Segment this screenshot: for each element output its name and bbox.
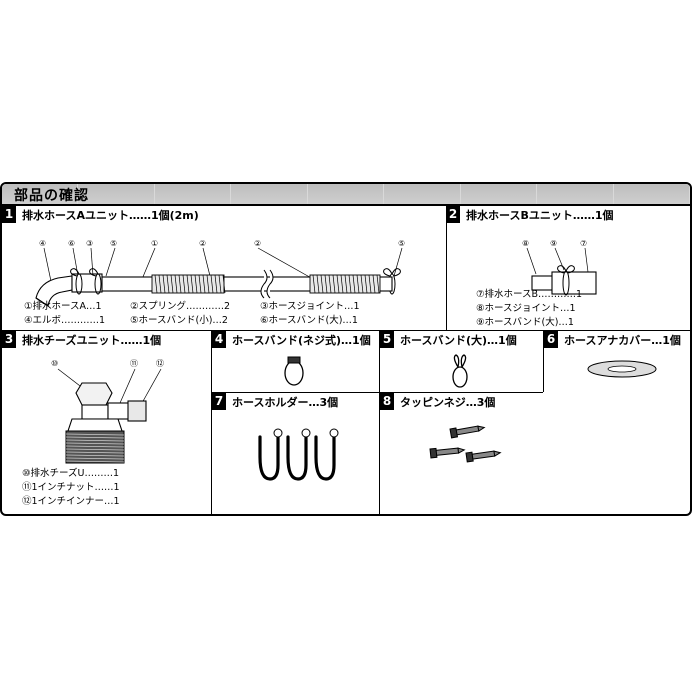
panel-title: 排水ホースAユニット……1個(2m) [22,209,199,222]
callout-3: ③ [86,239,93,248]
column-divider [446,206,447,330]
panel-3-drain-tee: 3 排水チーズユニット……1個 ⑩ ⑪ ⑫ ⑩排水チーズU………1 [2,331,211,514]
callout-4: ④ [39,239,46,248]
title-bar-grid [2,184,690,204]
panel-1-drain-hose-a: 1 排水ホースAユニット……1個(2m) ④ ⑥ ③ ⑤ ① ② ② ⑤ [2,206,446,330]
drain-tee-illustration: ⑩ ⑪ ⑫ [51,359,164,464]
part-item: ⑨ホースバンド(大)…1 [476,317,574,328]
panel-number: 1 [2,206,16,223]
hose-holder-illustration [258,428,339,481]
screw-hose-band-illustration [284,356,304,386]
panel-title: 排水チーズユニット……1個 [22,334,162,347]
callout-9: ⑨ [550,239,557,248]
panel-title: ホースアナカバー…1個 [564,334,681,347]
panel-4-hose-band-screw: 4 ホースバンド(ネジ式)…1個 [212,331,379,392]
panel-8-tapping-screws: 8 タッピンネジ…3個 [380,393,690,514]
callout-12: ⑫ [156,359,164,368]
panel-title: タッピンネジ…3個 [400,396,496,409]
part-item: ⑤ホースバンド(小)…2 [130,315,228,326]
panel-1-parts-list: ①排水ホースA…1 ②スプリング…………2 ③ホースジョイント…1 ④エルボ……… [24,300,444,328]
part-item: ④エルボ…………1 [24,315,106,326]
panel-6-hose-hole-cover: 6 ホースアナカバー…1個 [544,331,690,392]
panel-title: 排水ホースBユニット……1個 [466,209,614,222]
panel-3-parts-list: ⑩排水チーズU………1 ⑪1インチナット……1 ⑫1インチインナー…1 [22,467,120,509]
panel-title: ホースホルダー…3個 [232,396,339,409]
panel-number: 2 [446,206,460,223]
panel-number: 3 [2,331,16,348]
column-divider [211,330,212,514]
column-divider [379,330,380,514]
panel-title: ホースバンド(大)…1個 [400,334,517,347]
part-item: ①排水ホースA…1 [24,301,102,312]
hose-hole-cover-illustration [587,360,657,378]
callout-11: ⑪ [130,359,138,368]
panel-5-hose-band-large: 5 ホースバンド(大)…1個 [380,331,543,392]
part-item: ⑧ホースジョイント…1 [476,303,576,314]
panel-number: 5 [380,331,394,348]
part-item: ③ホースジョイント…1 [260,301,360,312]
panel-2-parts-list: ⑦排水ホースB…………1 ⑧ホースジョイント…1 ⑨ホースバンド(大)…1 [476,288,582,330]
panel-number: 8 [380,393,394,410]
panel-2-drain-hose-b: 2 排水ホースBユニット……1個 ⑧ ⑨ ⑦ ⑦排水ホースB…………1 ⑧ホース… [446,206,690,330]
callout-7: ⑦ [580,239,587,248]
panel-7-hose-holder: 7 ホースホルダー…3個 [212,393,379,514]
callout-2: ② [199,239,206,248]
callout-10: ⑩ [51,359,58,368]
part-item: ⑩排水チーズU………1 [22,468,120,479]
part-item: ②スプリング…………2 [130,301,231,312]
callout-1: ① [151,239,158,248]
row-divider [2,330,690,331]
part-item: ⑪1インチナット……1 [22,482,120,493]
page-title: 部品の確認 [14,188,89,204]
panel-title: ホースバンド(ネジ式)…1個 [232,334,371,347]
callout-5: ⑤ [110,239,117,248]
part-item: ⑫1インチインナー…1 [22,496,120,507]
panel-number: 6 [544,331,558,348]
callout-2b: ② [254,239,261,248]
tapping-screw-illustration [429,425,502,463]
callout-6: ⑥ [68,239,75,248]
part-item: ⑥ホースバンド(大)…1 [260,315,358,326]
callout-5b: ⑤ [398,239,405,248]
panel-number: 4 [212,331,226,348]
column-divider [543,330,544,392]
callout-8: ⑧ [522,239,529,248]
part-item: ⑦排水ホースB…………1 [476,289,583,300]
panel-number: 7 [212,393,226,410]
drain-hose-b-illustration: ⑧ ⑨ ⑦ [522,239,597,296]
large-hose-band-illustration [452,354,468,388]
drain-hose-a-illustration: ④ ⑥ ③ ⑤ ① ② ② ⑤ [35,239,405,307]
row-divider [211,392,543,393]
title-bar: 部品の確認 [2,184,690,206]
parts-checklist-sheet: 部品の確認 1 排水ホースAユニット……1個(2m) ④ ⑥ ③ ⑤ ① ② ②… [0,182,692,516]
